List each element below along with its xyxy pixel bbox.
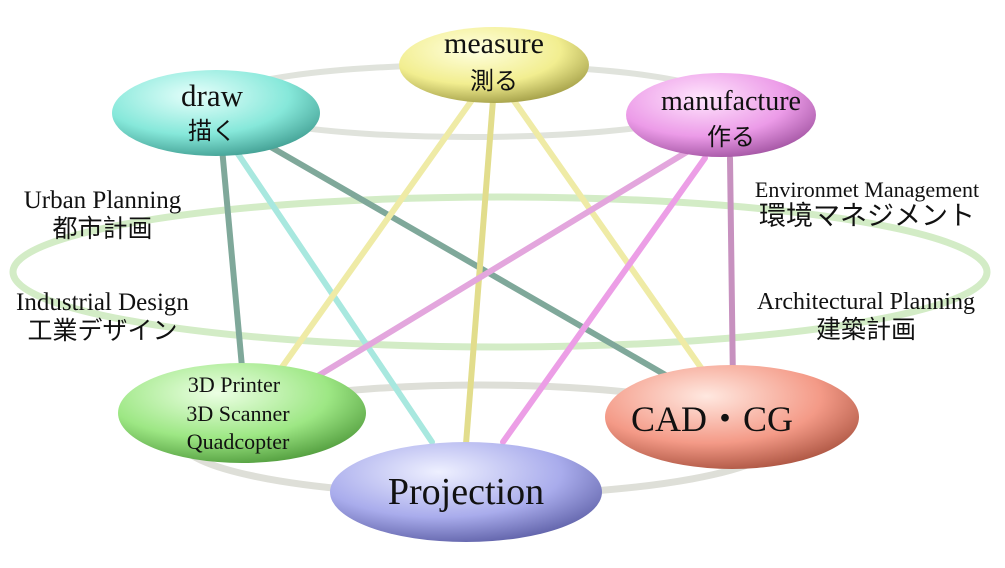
link-draw-cad [247, 132, 691, 391]
node-cad-label: CAD・CG [631, 399, 793, 439]
node-manufacture-jp: 作る [707, 123, 755, 151]
middle-ring [9, 193, 991, 351]
node-draw-ellipse [112, 70, 320, 156]
label-architectural-planning: Architectural Planning 建築計画 [736, 289, 996, 345]
label-urban-planning: Urban Planning 都市計画 [5, 187, 200, 244]
label-environment-management-jp: 環境マネジメント [759, 201, 975, 233]
node-draw: draw 描く [112, 70, 320, 156]
label-environment-management-en: Environmet Management [754, 177, 980, 202]
link-manufacture-cad [727, 155, 736, 388]
label-urban-planning-en: Urban Planning [23, 187, 182, 214]
node-measure-ellipse [399, 27, 589, 103]
link-measure-projection [463, 97, 496, 447]
node-printer: 3D Printer 3D Scanner Quadcopter [118, 363, 366, 463]
label-environment-management: Environmet Management 環境マネジメント [734, 178, 1000, 231]
link-manufacture-printer [295, 147, 693, 391]
label-architectural-planning-en: Architectural Planning [757, 289, 975, 315]
node-printer-ellipse [118, 363, 366, 463]
link-measure-cad [509, 95, 707, 375]
link-draw-printer [219, 145, 246, 381]
node-cad: CAD・CG [605, 365, 859, 469]
label-urban-planning-jp: 都市計画 [52, 214, 153, 244]
node-projection: Projection [330, 442, 602, 542]
label-industrial-design-en: Industrial Design [16, 289, 189, 316]
label-architectural-planning-jp: 建築計画 [815, 315, 916, 345]
node-measure-label: measure [444, 27, 544, 60]
label-industrial-design-jp: 工業デザイン [27, 316, 178, 346]
link-measure-printer [277, 97, 475, 373]
node-printer-line-3: Quadcopter [187, 429, 290, 454]
node-projection-ellipse [330, 442, 602, 542]
connection-lines [219, 95, 736, 447]
node-manufacture: manufacture 作る [626, 73, 816, 157]
node-manufacture-ellipse [626, 73, 816, 157]
link-manufacture-projection [500, 155, 708, 445]
node-draw-label: draw [181, 78, 244, 113]
node-draw-jp: 描く [188, 117, 236, 145]
label-industrial-design: Industrial Design 工業デザイン [5, 289, 200, 346]
node-printer-line-2: 3D Scanner [186, 401, 290, 426]
node-measure-jp: 測る [470, 67, 518, 95]
node-cad-ellipse [605, 365, 859, 469]
node-manufacture-label: manufacture [661, 86, 801, 117]
node-printer-line-1: 3D Printer [188, 372, 281, 397]
node-measure: measure 測る [399, 27, 589, 103]
node-projection-label: Projection [388, 471, 544, 513]
